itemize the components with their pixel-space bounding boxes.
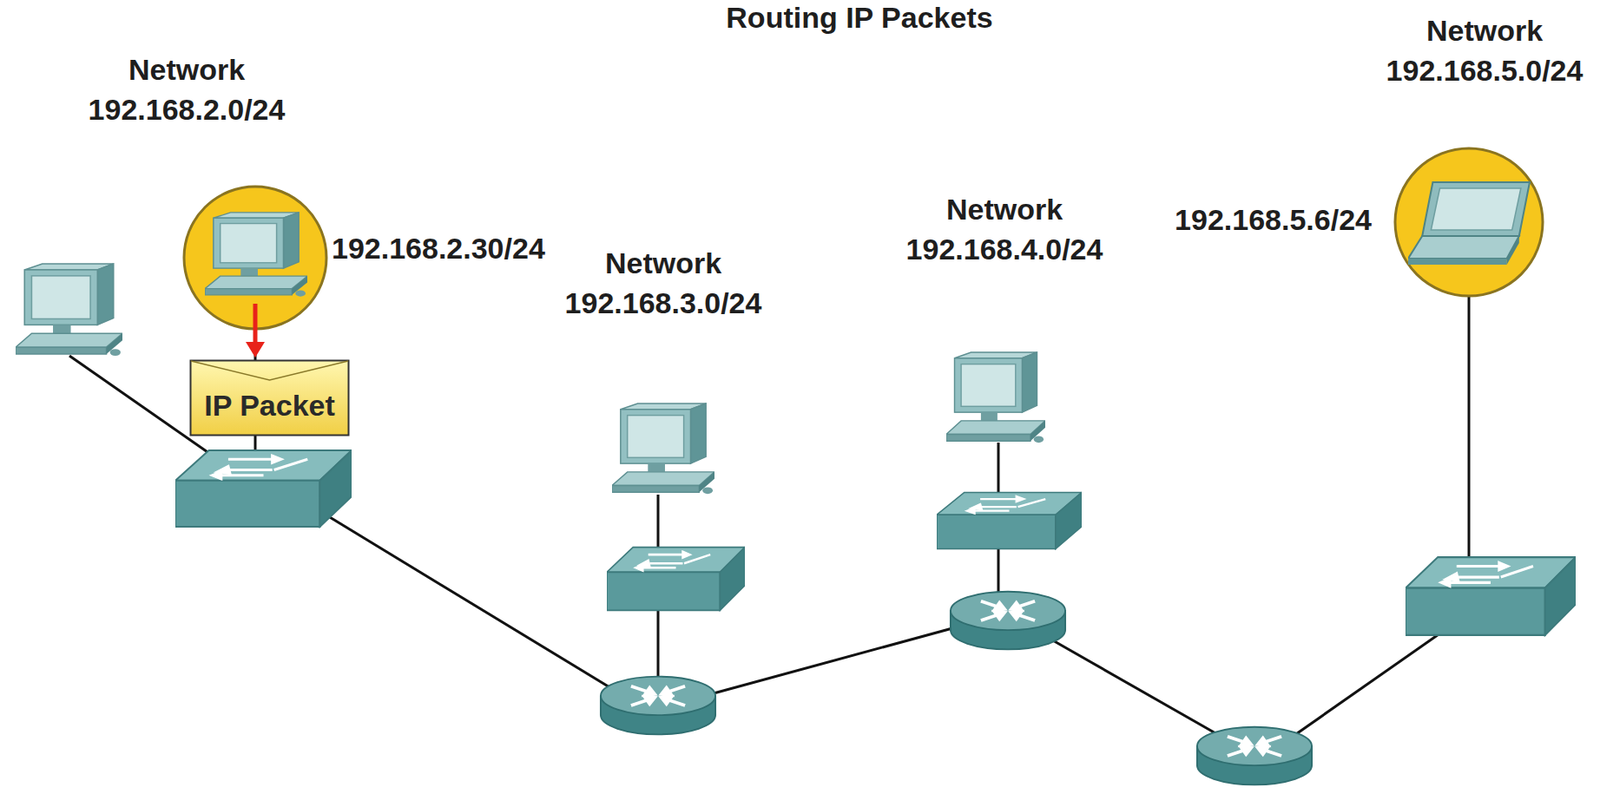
network-label: Network 192.168.2.0/24 — [88, 49, 286, 130]
switch-icon — [1405, 557, 1576, 636]
switch-icon — [936, 493, 1082, 550]
router-icon — [1197, 727, 1312, 786]
packet-text: IP Packet — [189, 388, 350, 423]
highlight-circle — [1395, 148, 1543, 297]
send-arrow — [245, 303, 265, 358]
ip-address-label: 192.168.2.30/24 — [331, 228, 546, 269]
network-label: Network 192.168.3.0/24 — [565, 243, 763, 323]
switch-icon — [175, 450, 352, 527]
pc-icon — [15, 263, 123, 356]
network-label: Network 192.168.4.0/24 — [906, 189, 1104, 270]
ip-address-label: 192.168.5.6/24 — [1174, 199, 1372, 240]
switch-icon — [606, 547, 745, 612]
packet-envelope: IP Packet — [189, 359, 350, 437]
pc-icon — [612, 403, 715, 494]
pc-icon — [204, 212, 308, 297]
diagram-title: Routing IP Packets — [725, 0, 993, 35]
router-icon — [600, 677, 716, 736]
text-stack: IP Packet — [189, 388, 350, 423]
laptop-icon — [1408, 182, 1530, 265]
network-label: Network 192.168.5.0/24 — [1386, 10, 1584, 91]
router-icon — [950, 592, 1066, 651]
pc-icon — [946, 352, 1046, 443]
network-wires — [69, 277, 1469, 749]
